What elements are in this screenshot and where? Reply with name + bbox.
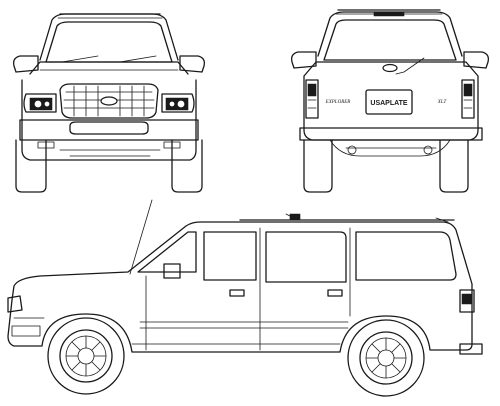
left-taillight: [305, 79, 319, 119]
model-badge: EXPLORER: [325, 100, 351, 105]
side-mirror: [163, 263, 181, 279]
rear-door-handle: [327, 289, 343, 297]
left-mirror: [12, 55, 39, 73]
front-door-handle: [229, 289, 245, 297]
rear-left-tire: [303, 139, 333, 193]
front-bumper: [19, 119, 199, 141]
trim-badge: XLT: [437, 100, 448, 105]
ford-oval-front: [100, 96, 118, 106]
side-view: [7, 199, 483, 397]
side-headlight: [7, 295, 23, 313]
front-view: [12, 13, 206, 193]
left-headlight: [23, 93, 57, 113]
antenna: [129, 199, 153, 275]
ford-oval-rear: [382, 63, 398, 73]
front-wheel: [47, 317, 125, 395]
rear-right-mirror: [463, 51, 490, 69]
front-right-tire: [171, 139, 203, 193]
side-windshield: [137, 231, 197, 273]
rear-door-window: [265, 231, 347, 283]
side-body: [7, 221, 473, 353]
rear-left-mirror: [290, 51, 317, 69]
rear-right-tire: [439, 139, 469, 193]
rear-wheel: [347, 319, 425, 397]
front-windshield: [45, 21, 173, 63]
license-plate-text: USAPLATE: [370, 100, 408, 107]
right-headlight: [161, 93, 195, 113]
rear-view: USAPLATE EXPLORER XLT: [290, 9, 490, 193]
rear-bumper: [299, 127, 483, 141]
right-taillight: [461, 79, 475, 119]
quarter-window: [355, 231, 457, 281]
front-door-window: [203, 231, 257, 281]
license-plate: [365, 89, 413, 115]
front-left-tire: [15, 139, 47, 193]
front-grille: [59, 83, 159, 119]
right-mirror: [179, 55, 206, 73]
side-taillight: [459, 289, 475, 313]
rear-window: [323, 19, 457, 61]
